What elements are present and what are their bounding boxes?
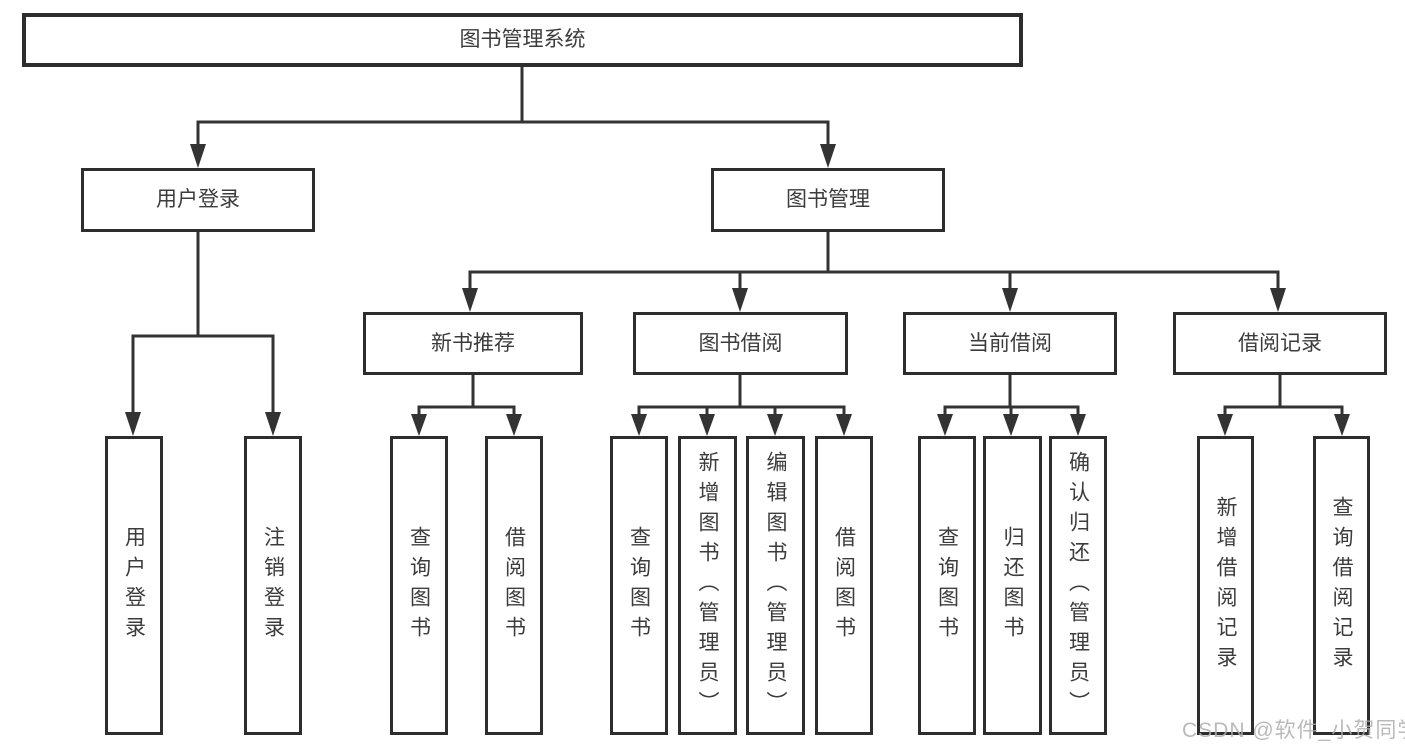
- leaf-confirm-return-admin-label: 确认归还（管理员）: [1066, 450, 1090, 721]
- node-borrow-records: 借阅记录: [1173, 312, 1387, 375]
- csdn-watermark: CSDN @软件_小贺同学: [1182, 719, 1405, 742]
- node-root: 图书管理系统: [22, 13, 1023, 67]
- leaf-add-borrow-record-label: 新增借阅记录: [1214, 495, 1237, 676]
- leaf-query-books-borrow: 查询图书: [610, 436, 668, 735]
- leaf-query-books-recommend-label: 查询图书: [407, 525, 431, 646]
- leaf-query-books-current: 查询图书: [918, 436, 976, 735]
- leaf-logout-label: 注销登录: [261, 525, 285, 646]
- node-current-borrow-label: 当前借阅: [968, 331, 1052, 355]
- node-new-book-recommend: 新书推荐: [363, 312, 583, 375]
- node-user-login-label: 用户登录: [156, 188, 240, 212]
- node-book-management-label: 图书管理: [786, 188, 870, 212]
- leaf-edit-book-admin-label: 编辑图书（管理员）: [764, 450, 787, 721]
- leaf-borrow-books-recommend-label: 借阅图书: [502, 525, 526, 646]
- node-user-login: 用户登录: [81, 168, 315, 232]
- leaf-add-book-admin: 新增图书（管理员）: [678, 436, 737, 735]
- node-borrow-records-label: 借阅记录: [1238, 331, 1322, 355]
- node-new-book-recommend-label: 新书推荐: [431, 331, 515, 355]
- leaf-query-books-recommend: 查询图书: [390, 436, 448, 735]
- node-book-management: 图书管理: [711, 168, 945, 232]
- leaf-edit-book-admin: 编辑图书（管理员）: [746, 436, 805, 735]
- leaf-confirm-return-admin: 确认归还（管理员）: [1049, 436, 1107, 735]
- leaf-user-login: 用户登录: [105, 436, 163, 735]
- leaf-add-book-admin-label: 新增图书（管理员）: [696, 450, 719, 721]
- leaf-return-book: 归还图书: [983, 436, 1042, 735]
- leaf-return-book-label: 归还图书: [1001, 525, 1024, 646]
- leaf-query-borrow-record-label: 查询借阅记录: [1330, 495, 1353, 676]
- leaf-add-borrow-record: 新增借阅记录: [1197, 436, 1254, 735]
- leaf-query-borrow-record: 查询借阅记录: [1313, 436, 1370, 735]
- node-book-borrow-label: 图书借阅: [698, 331, 783, 355]
- node-book-borrow: 图书借阅: [633, 312, 848, 375]
- leaf-query-books-borrow-label: 查询图书: [627, 525, 651, 646]
- leaf-logout: 注销登录: [244, 436, 302, 735]
- leaf-borrow-books-borrow-label: 借阅图书: [832, 525, 856, 646]
- leaf-borrow-books-borrow: 借阅图书: [815, 436, 873, 735]
- node-root-label: 图书管理系统: [459, 28, 586, 52]
- leaf-query-books-current-label: 查询图书: [935, 525, 959, 646]
- leaf-user-login-label: 用户登录: [122, 525, 146, 646]
- leaf-borrow-books-recommend: 借阅图书: [485, 436, 543, 735]
- node-current-borrow: 当前借阅: [903, 312, 1117, 375]
